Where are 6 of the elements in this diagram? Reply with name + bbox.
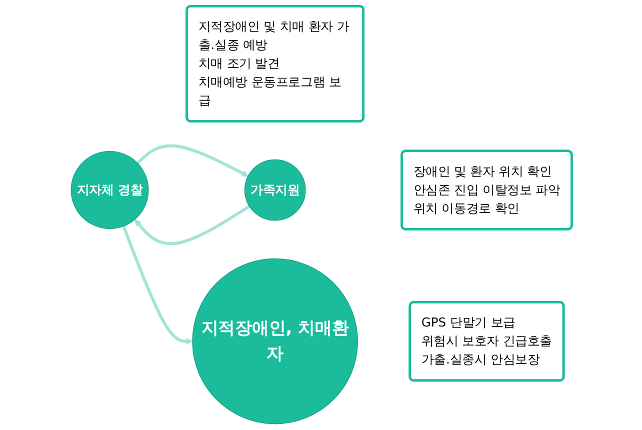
node-circle: 지적장애인, 치매환자 xyxy=(192,258,358,424)
arrow xyxy=(122,226,192,345)
arrow xyxy=(134,204,250,246)
node-circle: 지자체 경찰 xyxy=(70,151,148,230)
node-circle: 가족지원 xyxy=(244,159,306,221)
arrow xyxy=(136,144,248,176)
